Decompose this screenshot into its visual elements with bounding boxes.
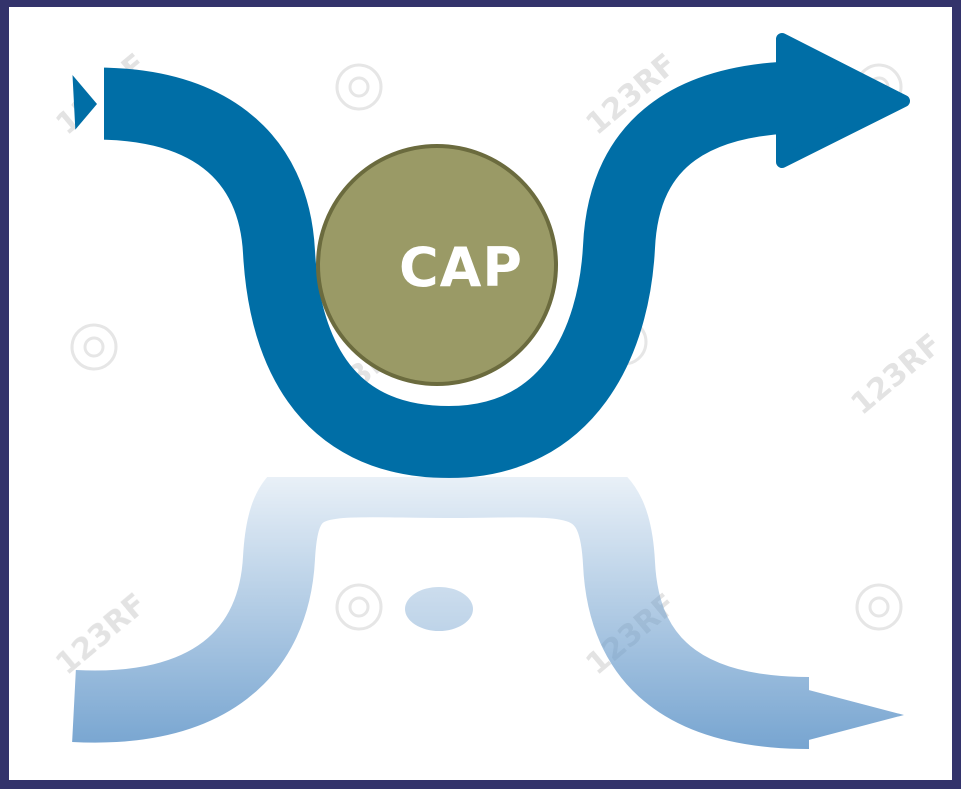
image-canvas: 123RF 123RF 123RF 123RF 123RF 123RF CAP: [9, 7, 952, 780]
curved-arrow-icon: [64, 33, 910, 479]
arrow-head-icon: [776, 33, 910, 168]
cap-circle: [316, 144, 558, 386]
arrow-reflection: [72, 445, 904, 749]
diagram-graphic: 123RF 123RF 123RF 123RF 123RF 123RF: [49, 33, 948, 749]
cap-label: CAP: [399, 235, 523, 299]
watermark-text: 123RF: [844, 327, 948, 422]
